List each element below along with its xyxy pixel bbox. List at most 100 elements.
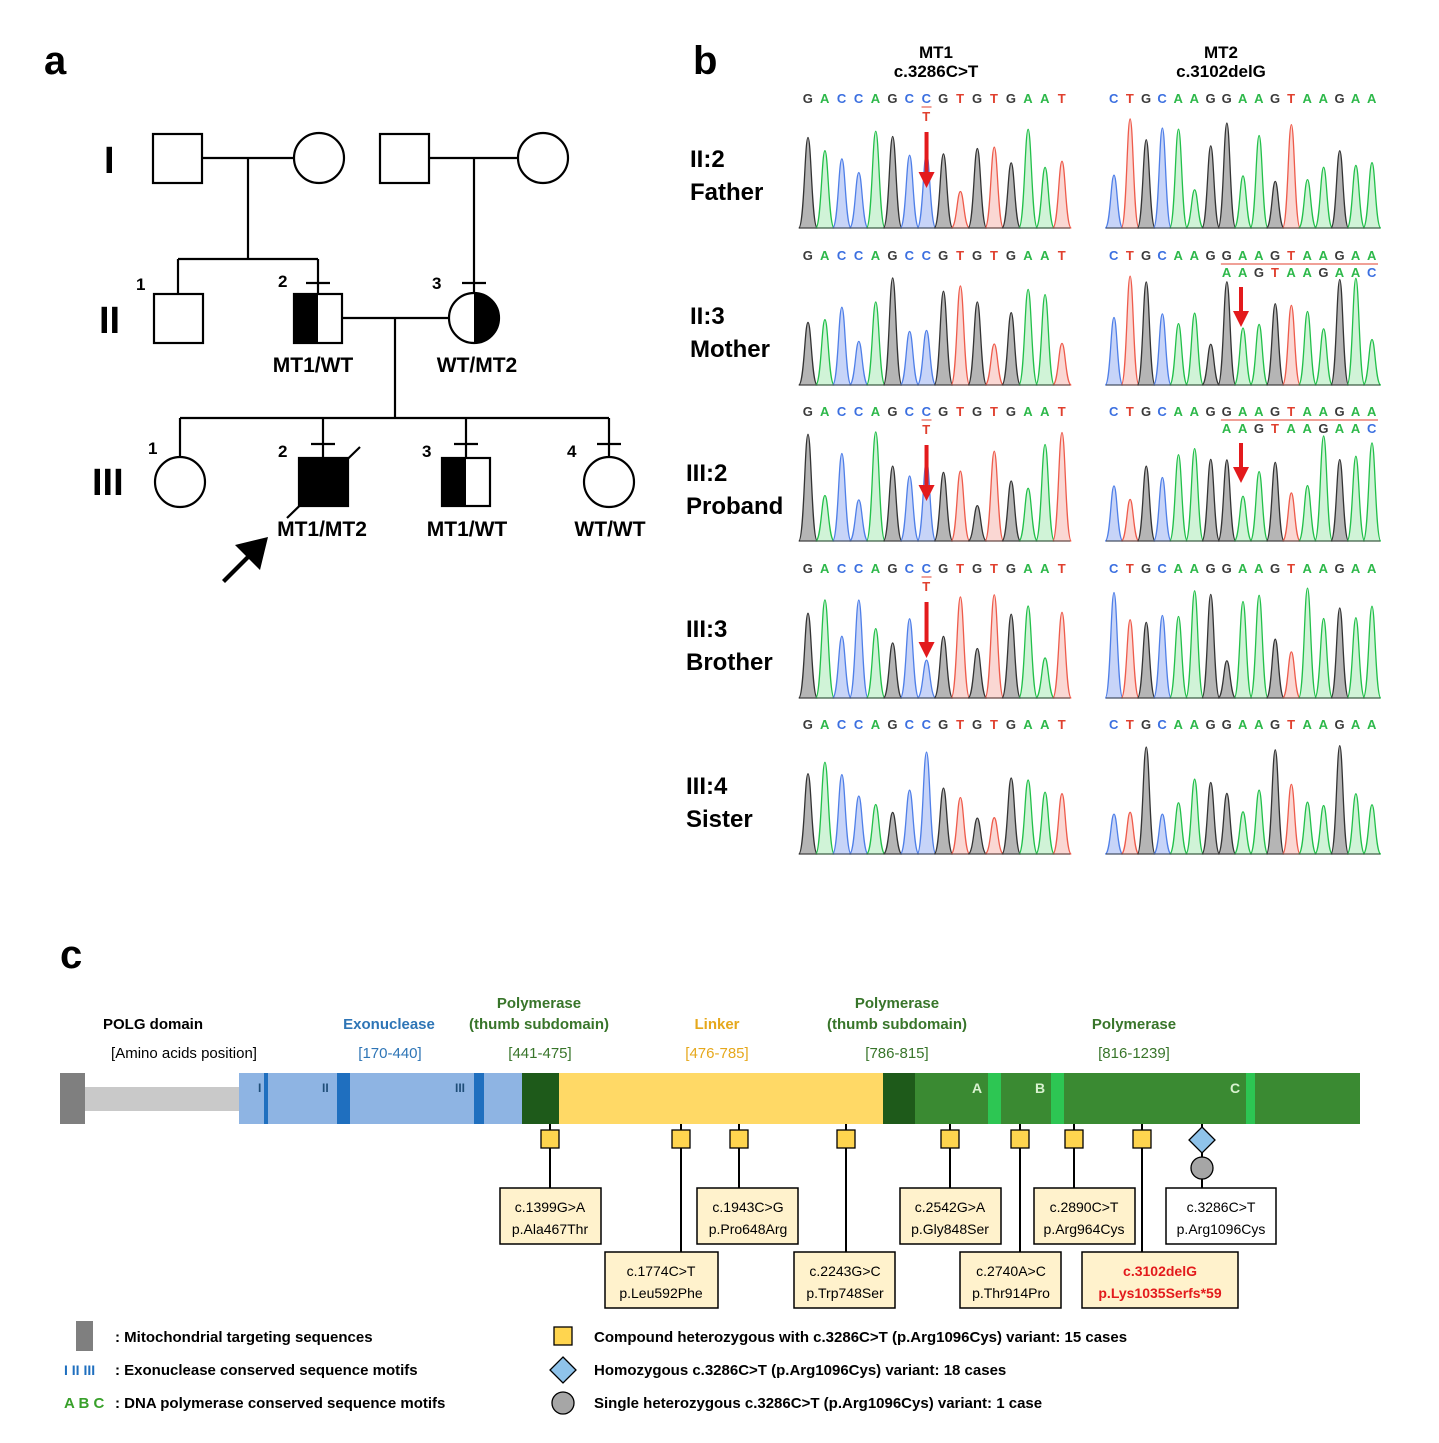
mt1-sequence-base: T	[990, 404, 998, 419]
mt1-trace-peak	[798, 136, 818, 229]
mutation-protein: p.Arg1096Cys	[1177, 1221, 1266, 1237]
mt1-sequence-base: T	[956, 248, 964, 263]
mt1-sequence-base: T	[990, 91, 998, 106]
single-het-marker	[1190, 1156, 1214, 1180]
genotype-II2: MT1/WT	[273, 354, 354, 377]
mt2-trace-peak	[1249, 594, 1269, 699]
mts-block	[60, 1073, 85, 1124]
mt1-trace-peak	[933, 787, 954, 855]
genotype-III2: MT1/MT2	[277, 518, 367, 541]
domain-title-polymerase: Polymerase	[1092, 1016, 1176, 1033]
compound-het-marker	[1010, 1129, 1030, 1149]
mt2-trace-peak	[1297, 178, 1318, 229]
mt1-sequence-base: C	[837, 91, 847, 106]
mt2-sequence-base: A	[1319, 717, 1329, 732]
mt1-trace-peak	[967, 301, 988, 386]
mt1-sequence-base: C	[837, 404, 847, 419]
mt2-sequence-base: G	[1205, 91, 1216, 106]
mt1-trace-peak	[899, 618, 920, 699]
mt2-sequence-base: G	[1334, 561, 1345, 576]
mutation-box-c3286	[1165, 1187, 1277, 1245]
legend-pol-text: : DNA polymerase conserved sequence moti…	[115, 1395, 445, 1412]
panel-label-b: b	[693, 39, 717, 83]
mutation-protein: p.Leu592Phe	[619, 1285, 703, 1301]
mt1-trace-peak	[1035, 293, 1056, 386]
mt2-trace-peak	[1217, 281, 1237, 386]
mt2-sequence-base: A	[1367, 248, 1377, 263]
mt2-sequence-base: A	[1367, 91, 1377, 106]
legend-diamond-icon	[549, 1356, 577, 1384]
mt1-sequence-base: A	[1023, 91, 1033, 106]
domain-range-polg: [Amino acids position]	[111, 1045, 257, 1062]
shifted-base: A	[1286, 265, 1296, 280]
individual-number-II3: 3	[432, 274, 441, 293]
shifted-base: A	[1238, 421, 1248, 436]
mt2-trace-peak	[1201, 458, 1221, 542]
mt1-sequence-base: C	[854, 717, 864, 732]
mt2-trace-peak	[1297, 310, 1318, 386]
mt2-sequence-base: A	[1351, 91, 1361, 106]
compound-het-marker	[836, 1129, 856, 1149]
compound-het-marker	[1132, 1129, 1152, 1149]
row-role-father: Father	[690, 179, 763, 206]
mt2-sequence-base: A	[1174, 561, 1184, 576]
mt1-sequence-base: A	[871, 561, 881, 576]
mutation-box-c2542	[899, 1187, 1002, 1245]
mt1-sequence-base: A	[820, 91, 830, 106]
mutation-box-c1943	[696, 1187, 799, 1245]
mt2-trace-peak	[1136, 139, 1156, 229]
mt2-sequence-base: G	[1334, 91, 1345, 106]
genotype-III3: MT1/WT	[427, 518, 508, 541]
carrier-fill-II3	[474, 293, 499, 343]
pol-motif-A-mark	[988, 1073, 1001, 1124]
mt2-trace-peak	[1281, 651, 1301, 699]
mt2-trace-peak	[1297, 484, 1318, 542]
mt1-trace-peak	[814, 319, 835, 386]
mt2-trace-peak	[1120, 275, 1140, 386]
exo-motif-I-label: I	[258, 1081, 261, 1095]
individual-number-II2: 2	[278, 272, 287, 291]
mt1-trace-peak	[814, 761, 835, 855]
mt2-trace-peak	[1265, 461, 1285, 542]
mt1-trace-peak	[882, 811, 903, 855]
mt2-sequence-base: T	[1287, 404, 1295, 419]
pol-motif-A-label: A	[972, 1080, 982, 1096]
compound-het-marker	[671, 1129, 691, 1149]
sequencing-panel: b MT1 c.3286C>T MT2 c.3102delG II:2 Fath…	[686, 39, 1382, 855]
mt2-sequence-base: G	[1270, 561, 1281, 576]
exo-motif-II-mark	[337, 1073, 350, 1124]
mt1-sequence-base: T	[956, 717, 964, 732]
mutation-box-c1399	[499, 1187, 602, 1245]
mutation-protein: p.Pro648Arg	[709, 1221, 788, 1237]
mt1-trace-peak	[950, 285, 971, 386]
mt2-sequence-base: A	[1254, 248, 1264, 263]
mt1-sequence-base: A	[871, 404, 881, 419]
mt2-sequence-base: T	[1126, 248, 1134, 263]
shifted-base: T	[1271, 265, 1279, 280]
mt1-trace-peak	[984, 594, 1005, 699]
mt2-sequence-base: G	[1270, 717, 1281, 732]
mt1-trace-peak	[1018, 128, 1039, 229]
mt1-trace-peak	[899, 475, 920, 542]
mt1-sequence-base: C	[837, 561, 847, 576]
mt2-trace-peak	[1249, 134, 1269, 229]
mt1-sequence-base: C	[922, 248, 932, 263]
mt1-trace-peak	[865, 627, 886, 699]
mutation-box-c3102	[1081, 1251, 1239, 1309]
mt1-trace-peak	[1018, 288, 1039, 386]
mt1-sequence-base: G	[972, 717, 983, 732]
mt2-sequence-base: A	[1190, 717, 1200, 732]
mt1-trace-peak	[950, 190, 971, 229]
mt2-trace-peak	[1330, 278, 1350, 386]
domain-range-thumb1: [441-475]	[508, 1045, 571, 1062]
mt1-sequence-base: C	[922, 717, 932, 732]
mt1-sequence-base: G	[938, 248, 949, 263]
mutation-box-c2740	[959, 1251, 1062, 1309]
mt2-trace-peak	[1330, 745, 1350, 855]
mt2-trace-peak	[1281, 783, 1301, 855]
mt1-sequence-base: G	[938, 404, 949, 419]
mt1-trace-peak	[1001, 162, 1022, 229]
mt2-sequence-base: A	[1238, 717, 1248, 732]
legend-homozygous-text: Homozygous c.3286C>T (p.Arg1096Cys) vari…	[594, 1362, 1006, 1379]
mt2-trace-peak	[1362, 442, 1382, 542]
